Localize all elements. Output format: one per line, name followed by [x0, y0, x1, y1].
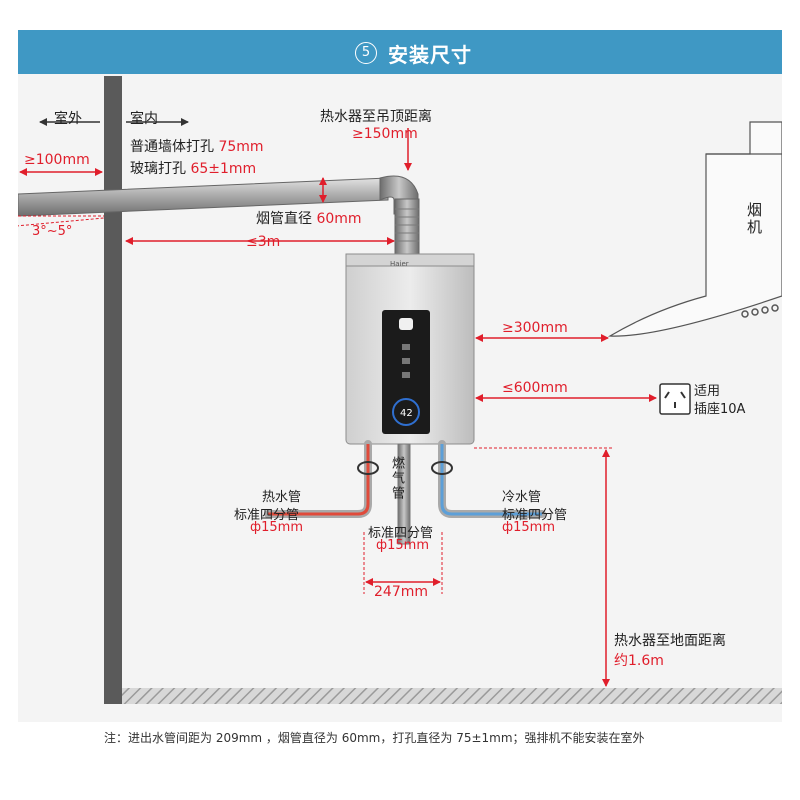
flue-ribs [395, 208, 419, 242]
panel-dial [392, 398, 420, 426]
diagram-canvas: 42 Haier [18, 76, 782, 704]
ceiling-distance-label: 热水器至吊顶距离 [320, 109, 432, 125]
range-hood-button-3 [761, 306, 769, 314]
panel-key-3 [402, 372, 410, 378]
cold-water-pipe-stripe [440, 444, 542, 516]
footnote: 注：进出水管间距为 209mm ，烟管直径为 60mm，打孔直径为 75±1mm… [104, 731, 645, 745]
socket-slot-left [664, 391, 670, 399]
wall [104, 76, 122, 704]
pipe-spacing-label: 247mm [374, 584, 428, 600]
power-socket [659, 383, 691, 415]
hot-water-pipe-stripe [268, 444, 370, 516]
section-number-badge: 5 [355, 42, 377, 64]
flue-pipe [18, 177, 389, 217]
socket-slot-right [680, 391, 686, 399]
glass-hole-label: 玻璃打孔 [130, 161, 186, 177]
gas-pipe-std: 标准四分管 [368, 526, 434, 541]
flue-diameter-value: 60mm [316, 211, 362, 227]
section-banner: 5 安装尺寸 [18, 30, 782, 74]
gas-pipe-diameter: ф15mm [376, 538, 429, 553]
cold-pipe-std: 标准四分管 [502, 508, 568, 523]
cold-pipe-diameter: ф15mm [502, 520, 555, 535]
water-heater-top [345, 253, 475, 267]
cold-pipe-fitting [431, 461, 453, 475]
hot-pipe-label: 热水管 [262, 490, 302, 505]
wall-hole-label: 普通墙体打孔 [130, 139, 214, 155]
socket-label-2: 插座10A [694, 402, 746, 417]
outdoor-label: 室外 [54, 111, 82, 127]
flue-diameter-label: 烟管直径 [256, 211, 312, 227]
range-hood-button-1 [741, 310, 749, 318]
floor-distance-value: 约1.6m [614, 653, 664, 669]
floor [104, 688, 782, 704]
hot-pipe-std: 标准四分管 [234, 508, 300, 523]
indoor-label: 室内 [130, 111, 158, 127]
gas-pipe [397, 443, 411, 545]
cold-pipe-label: 冷水管 [502, 490, 542, 505]
glass-hole-note: 玻璃打孔 65±1mm [130, 158, 256, 178]
section-title: 安装尺寸 [388, 43, 472, 67]
ceiling-distance-value: ≥150mm [352, 126, 418, 142]
range-hood-label: 烟机 [745, 202, 763, 236]
flue-diameter-note: 烟管直径 60mm [256, 208, 362, 228]
installation-diagram: 42 Haier 室外 [18, 74, 782, 722]
range-hood-button-2 [751, 308, 759, 316]
panel-logo [399, 318, 413, 330]
outside-extension-label: ≥100mm [24, 152, 90, 168]
hot-pipe-fitting [357, 461, 379, 475]
hood-distance-label: ≥300mm [502, 320, 568, 336]
floor-distance-label: 热水器至地面距离 [614, 633, 726, 649]
range-hood-button-4 [771, 304, 779, 312]
socket-label-1: 适用 [694, 384, 721, 399]
hot-pipe-diameter: ф15mm [250, 520, 303, 535]
gas-pipe-label: 燃气管 [389, 456, 404, 501]
wall-hole-value: 75mm [218, 139, 264, 155]
range-hood [607, 121, 782, 337]
glass-hole-value: 65±1mm [190, 161, 257, 177]
wall-hole-note: 普通墙体打孔 75mm [130, 136, 264, 156]
flue-vertical [394, 198, 420, 258]
panel-key-2 [402, 358, 410, 364]
flue-length-label: ≤3m [246, 234, 281, 250]
slope-angle-label: 3°~5° [32, 224, 73, 239]
brand-logo: Haier [390, 260, 409, 268]
socket-distance-label: ≤600mm [502, 380, 568, 396]
panel-key-1 [402, 344, 410, 350]
panel-temperature: 42 [400, 408, 413, 419]
